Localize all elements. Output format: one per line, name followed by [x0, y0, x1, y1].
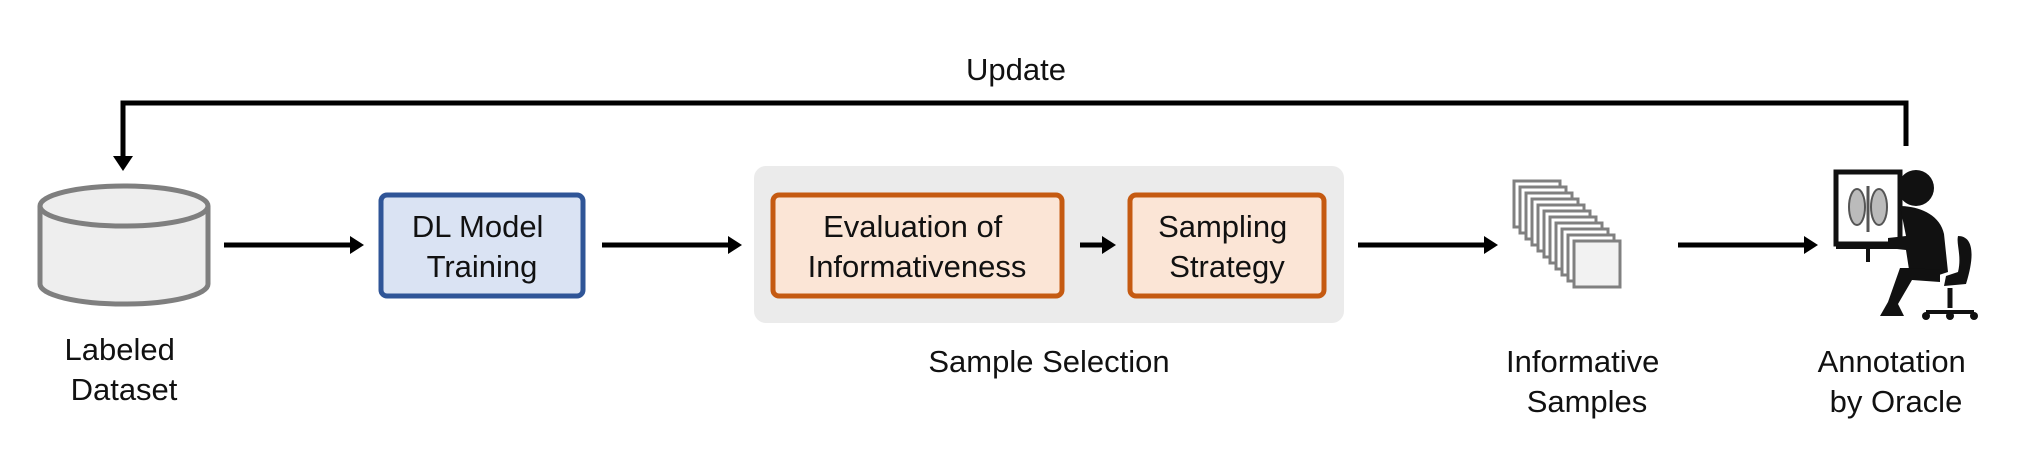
- arrow-evaluation-to-strategy: [1080, 236, 1116, 254]
- annotation-label-line1: Annotation: [1818, 344, 1966, 379]
- informative-samples-line2: Samples: [1527, 384, 1648, 419]
- svg-text:Evaluation of Informativen: Evaluation of Informativeness: [808, 209, 1027, 284]
- stacked-image-card: [1572, 239, 1622, 289]
- annotation-label-line2: by Oracle: [1830, 384, 1963, 419]
- svg-text:Informative Samples: Informative Samples: [1506, 344, 1668, 419]
- arrow-samples-to-annotation: [1678, 236, 1818, 254]
- update-loop-arrow: [113, 100, 1909, 171]
- arrow-training-to-selection: [602, 236, 742, 254]
- informative-samples-line1: Informative: [1506, 344, 1659, 379]
- training-label-line1: DL Model: [412, 209, 544, 244]
- radiologist-at-monitor-icon: [1833, 169, 1978, 320]
- stacked-images-icon: [1512, 179, 1622, 289]
- evaluation-label-line1: Evaluation of: [823, 209, 1003, 244]
- evaluation-label-line2: Informativeness: [808, 249, 1027, 284]
- training-box: [378, 192, 586, 299]
- svg-text:Sampling Strategy: Sampling Strategy: [1158, 209, 1296, 284]
- strategy-box: [1127, 192, 1327, 299]
- strategy-label-line1: Sampling: [1158, 209, 1287, 244]
- arrow-dataset-to-training: [224, 236, 364, 254]
- strategy-label-line2: Strategy: [1169, 249, 1285, 284]
- evaluation-box: [770, 192, 1065, 299]
- database-icon: [37, 183, 211, 307]
- svg-text:DL Model Training: DL Model Training: [412, 209, 552, 284]
- update-label: Update: [966, 52, 1066, 87]
- sample-selection-label: Sample Selection: [928, 344, 1169, 379]
- arrow-selection-to-samples: [1358, 236, 1498, 254]
- training-label-line2: Training: [427, 249, 538, 284]
- dataset-label-line1: Labeled: [65, 332, 175, 367]
- svg-text:Annotation by Oracle: Annotation by Oracle: [1818, 344, 1975, 419]
- dataset-label-line2: Dataset: [71, 372, 178, 407]
- svg-text:Labeled Dataset: Labeled Dataset: [65, 332, 184, 407]
